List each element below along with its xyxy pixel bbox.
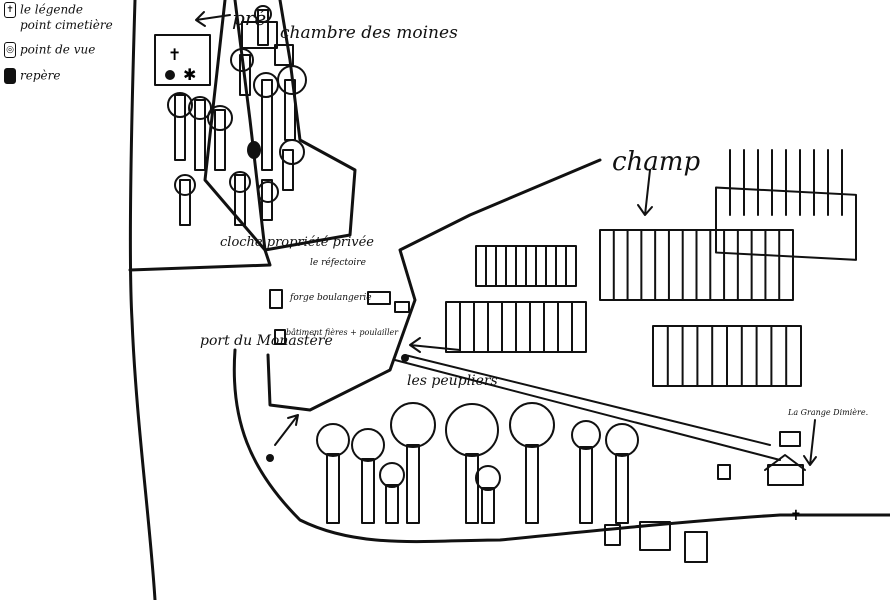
label-batiments: bâtiment fières + poulailler bbox=[286, 328, 399, 337]
fields bbox=[445, 186, 857, 387]
arrow-icon bbox=[274, 414, 299, 446]
small-building bbox=[274, 44, 294, 66]
label-refectoire: le réfectoire bbox=[310, 257, 366, 268]
label-pre: pré bbox=[232, 6, 266, 30]
river-curve bbox=[266, 158, 602, 412]
cross-icon: ✝ bbox=[168, 45, 181, 64]
viewpoint-marker bbox=[165, 70, 175, 80]
viewpoint-marker bbox=[401, 354, 409, 362]
grange-buildings bbox=[269, 289, 806, 563]
west-river-bank bbox=[128, 0, 157, 600]
label-port: port du Monastère bbox=[200, 333, 333, 349]
label-chambre: chambre des moines bbox=[280, 23, 458, 43]
monk-chamber-building bbox=[241, 21, 278, 49]
legend-item-viewpoint: ◎point de vue bbox=[4, 42, 95, 58]
viewpoint-marker bbox=[266, 454, 274, 462]
arrow-icon bbox=[637, 169, 653, 216]
cross-icon: ✝ bbox=[4, 2, 16, 18]
label-champ: champ bbox=[612, 147, 700, 177]
arrow-icon bbox=[195, 11, 231, 27]
map-legend: ✝le légende point cimetière ◎point de vu… bbox=[0, 0, 130, 95]
cross-icon: ✝ bbox=[790, 508, 802, 524]
legend-item-cemetery: point cimetière bbox=[20, 18, 113, 32]
arrow-icon bbox=[803, 419, 817, 466]
cemetery-plot bbox=[154, 34, 211, 86]
monastery-wall bbox=[128, 0, 272, 272]
poplar-trees bbox=[316, 402, 639, 524]
road-to-grange bbox=[394, 354, 781, 461]
marker-dot bbox=[247, 141, 261, 159]
marker-icon bbox=[4, 68, 16, 84]
field-stripes bbox=[459, 149, 843, 387]
arrow-to-peupliers bbox=[409, 337, 461, 353]
label-forge: forge boulangerie bbox=[289, 293, 372, 303]
north-trees bbox=[167, 5, 307, 226]
asterisk-icon: ✱ bbox=[183, 65, 196, 84]
south-shore bbox=[232, 348, 890, 544]
legend-item-marker: repère bbox=[4, 68, 60, 84]
label-cloche: cloche propriété privée bbox=[220, 235, 374, 250]
label-grange: La Grange Dimière. bbox=[787, 408, 868, 417]
legend-title: ✝le légende bbox=[4, 2, 83, 18]
eye-icon: ◎ bbox=[4, 42, 16, 58]
label-peupliers: les peupliers bbox=[407, 373, 498, 389]
